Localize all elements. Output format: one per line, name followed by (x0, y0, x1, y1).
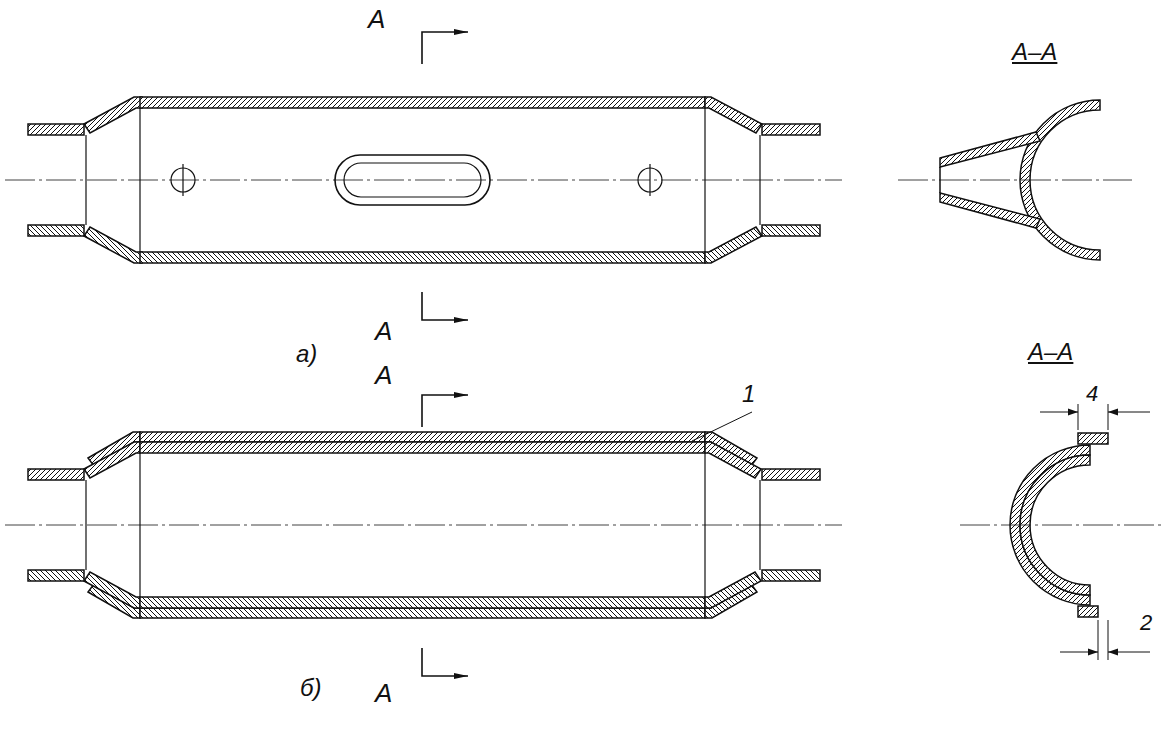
center-line (5, 180, 1162, 525)
section-title: А–А (1028, 340, 1073, 364)
figure-label: а) (296, 342, 317, 366)
dimension-value: 4 (1086, 383, 1098, 405)
section-letter: А (368, 6, 385, 32)
tube-wall (28, 432, 820, 480)
section-title: А–А (1012, 40, 1057, 64)
dimension-lines (692, 404, 1150, 660)
dimension-value: 2 (1140, 612, 1152, 634)
figure-label: б) (300, 676, 322, 700)
section-letter: А (375, 318, 392, 344)
section-letter: А (375, 680, 392, 706)
tube-wall (28, 97, 820, 135)
section-marker (422, 32, 468, 676)
callout-number: 1 (742, 382, 755, 406)
section-letter: А (375, 362, 392, 388)
leader-line (692, 412, 752, 441)
